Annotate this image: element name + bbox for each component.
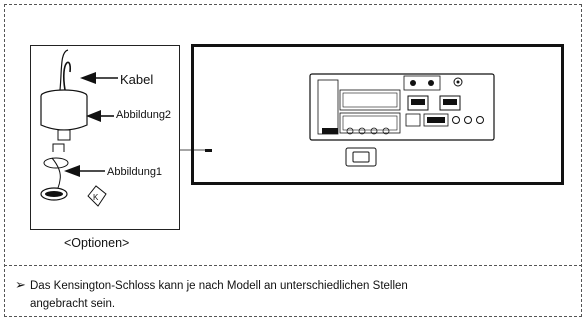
lock-key-icon bbox=[40, 143, 69, 201]
lock-body-icon bbox=[40, 89, 88, 141]
note-line-1: Das Kensington-Schloss kann je nach Mode… bbox=[30, 280, 408, 292]
cable-line-2 bbox=[59, 49, 69, 91]
kensington-slot bbox=[205, 149, 212, 152]
arrow-pointer-icon: ➢ bbox=[15, 277, 26, 292]
kensington-logo-icon: K bbox=[87, 185, 107, 207]
note-divider bbox=[4, 265, 582, 266]
arrow-abbildung2-icon bbox=[86, 110, 114, 122]
outer-dashed-frame bbox=[4, 4, 582, 317]
tv-rear-panel bbox=[191, 44, 564, 185]
power-socket-icon bbox=[345, 147, 377, 167]
arrow-kabel-icon bbox=[80, 72, 118, 84]
options-caption: <Optionen> bbox=[64, 236, 130, 250]
label-abbildung1: Abbildung1 bbox=[107, 166, 163, 178]
label-kabel: Kabel bbox=[120, 72, 154, 87]
connector-panel bbox=[309, 73, 495, 141]
svg-text:K: K bbox=[93, 193, 99, 202]
label-abbildung2: Abbildung2 bbox=[116, 109, 172, 121]
note-text: Das Kensington-Schloss kann je nach Mode… bbox=[30, 277, 550, 313]
arrow-abbildung1-icon bbox=[64, 165, 105, 177]
cable-line bbox=[63, 61, 71, 91]
note-line-2: angebracht sein. bbox=[30, 298, 116, 310]
